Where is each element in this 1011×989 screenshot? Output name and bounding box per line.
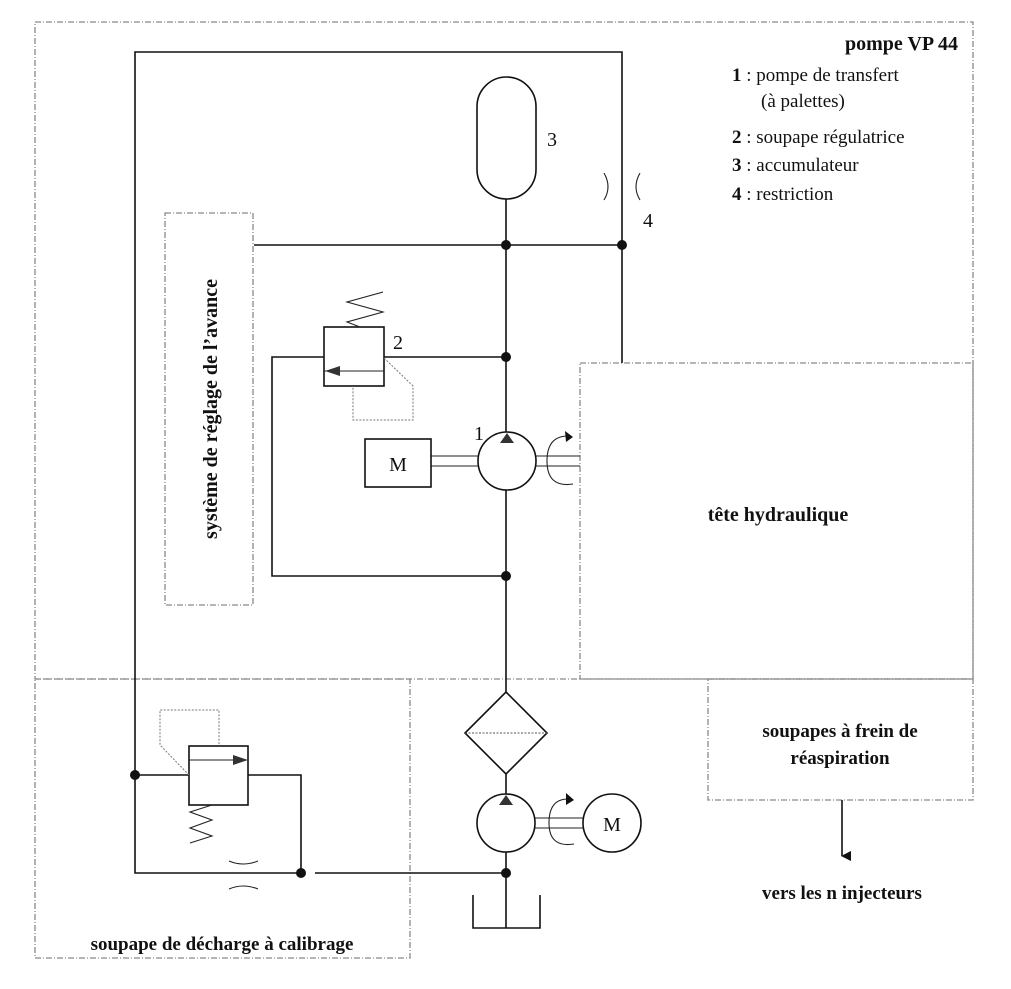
accumulator-label: 3 <box>547 129 557 151</box>
legend-item: (à palettes) <box>761 91 845 112</box>
feed-pump-symbol <box>476 793 583 853</box>
regulator-valve-symbol <box>323 291 414 421</box>
transfer-pump-label: 1 <box>474 423 484 445</box>
junction-dot <box>501 352 511 362</box>
hydraulic-lines <box>134 51 623 928</box>
anti-cavitation-label-line2: réaspiration <box>790 748 890 769</box>
to-injectors-label: vers les n injecteurs <box>762 883 922 904</box>
accumulator-symbol <box>476 76 537 200</box>
junction-dot <box>296 868 306 878</box>
regulator-valve-label: 2 <box>393 332 403 354</box>
orifice-icon <box>228 860 259 865</box>
advance-system-label: système de réglage de l’avance <box>200 279 222 539</box>
junction-dot <box>130 770 140 780</box>
tank-symbol <box>472 895 541 929</box>
advance-system-box <box>164 212 254 606</box>
motor-bottom-circle <box>582 793 642 853</box>
restriction-label: 4 <box>643 210 653 232</box>
relief-valve-box <box>34 678 411 959</box>
anti-cavitation-label-line1: soupapes à frein de <box>762 721 917 742</box>
rotation-arrow-icon <box>548 798 575 846</box>
motor-top-box <box>364 438 432 488</box>
relief-valve-symbol <box>159 709 259 890</box>
hydraulic-head-label: tête hydraulique <box>708 504 849 526</box>
anti-cavitation-valves-box <box>707 678 974 801</box>
rotation-arrow-icon <box>546 435 574 486</box>
spring-icon <box>188 804 214 844</box>
spring-icon <box>344 291 386 328</box>
junction-dot <box>501 571 511 581</box>
relief-valve-label: soupape de décharge à calibrage <box>91 934 354 955</box>
legend-item: 2 : soupape régulatrice <box>732 127 905 148</box>
legend-item: 4 : restriction <box>732 184 834 205</box>
restriction-symbol <box>603 172 641 201</box>
pilot-line <box>159 709 220 776</box>
legend: 1 : pompe de transfert (à palettes) 2 : … <box>732 65 905 205</box>
junction-dot <box>617 240 627 250</box>
orifice-icon <box>228 885 259 890</box>
filter-symbol <box>463 690 549 776</box>
legend-item: 3 : accumulateur <box>732 155 859 176</box>
diagram-title: pompe VP 44 <box>845 33 958 55</box>
legend-item: 1 : pompe de transfert <box>732 65 899 86</box>
junctions <box>130 240 627 878</box>
motor-top-label: M <box>389 454 407 476</box>
pilot-line <box>352 357 414 421</box>
junction-dot <box>501 868 511 878</box>
transfer-pump-symbol <box>431 431 580 491</box>
junction-dot <box>501 240 511 250</box>
motor-bottom-label: M <box>603 814 621 836</box>
